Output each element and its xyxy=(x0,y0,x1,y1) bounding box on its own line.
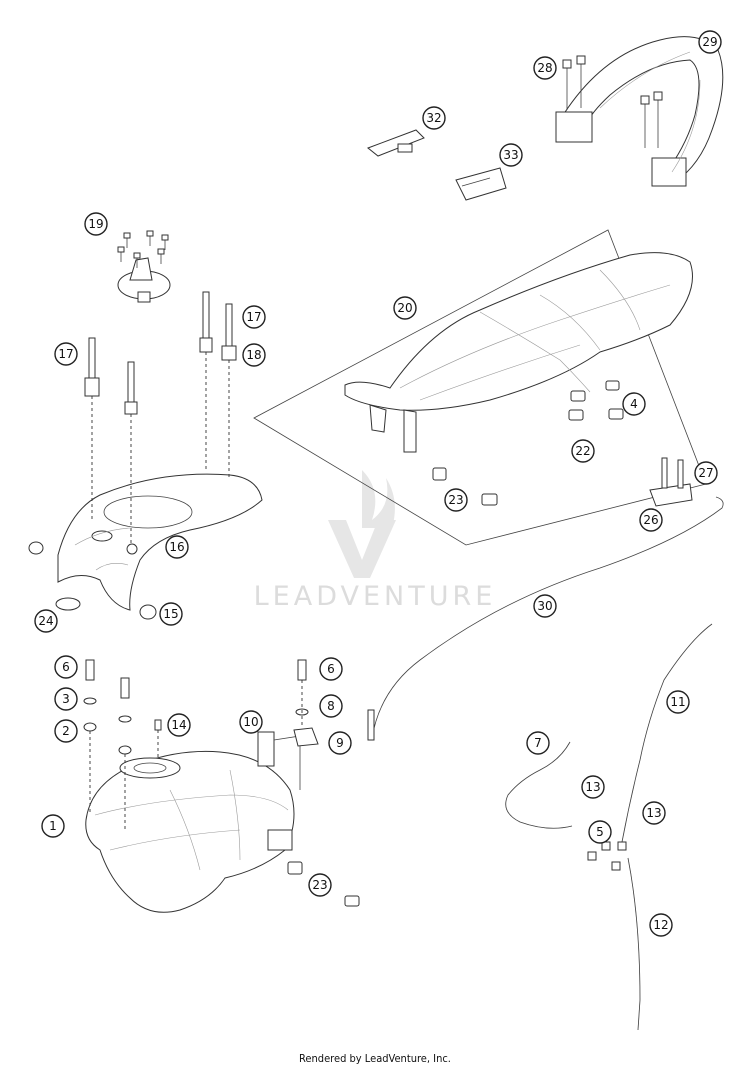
fuel-tank xyxy=(85,731,301,913)
callout-label: 27 xyxy=(698,466,713,480)
callout-19: 19 xyxy=(84,212,108,236)
grab-handle-bolts xyxy=(562,55,663,148)
tank-cap-screws xyxy=(117,230,169,268)
callout-label: 29 xyxy=(702,35,717,49)
seat-rubber-buffers xyxy=(432,380,624,506)
callout-label: 6 xyxy=(327,662,335,676)
callout-label: 4 xyxy=(630,397,638,411)
callout-26: 26 xyxy=(639,508,663,532)
callout-label: 13 xyxy=(585,780,600,794)
tank-cover-bolts xyxy=(84,291,237,545)
callout-5: 5 xyxy=(588,820,612,844)
callout-30: 30 xyxy=(533,594,557,618)
callout-label: 1 xyxy=(49,819,57,833)
callout-3: 3 xyxy=(54,687,78,711)
callout-27: 27 xyxy=(694,461,718,485)
callout-29: 29 xyxy=(698,30,722,54)
callout-label: 5 xyxy=(596,825,604,839)
cover-part-32 xyxy=(367,129,425,157)
callout-label: 32 xyxy=(426,111,441,125)
callout-label: 19 xyxy=(88,217,103,231)
callout-label: 3 xyxy=(62,692,70,706)
callout-label: 22 xyxy=(575,444,590,458)
callout-13-right: 13 xyxy=(642,801,666,825)
seat xyxy=(344,252,693,453)
callout-label: 26 xyxy=(643,513,658,527)
callout-label: 13 xyxy=(646,806,661,820)
callout-label: 17 xyxy=(246,310,261,324)
callout-20: 20 xyxy=(393,296,417,320)
tank-cap xyxy=(117,230,171,303)
vent-hoses xyxy=(505,623,713,1031)
callout-label: 11 xyxy=(670,695,685,709)
cable xyxy=(367,496,724,741)
callout-23-tank: 23 xyxy=(308,873,332,897)
callout-24: 24 xyxy=(34,609,58,633)
callout-6-left: 6 xyxy=(54,655,78,679)
callout-2: 2 xyxy=(54,719,78,743)
callout-16: 16 xyxy=(165,535,189,559)
callout-label: 6 xyxy=(62,660,70,674)
callout-label: 14 xyxy=(171,718,186,732)
callout-12: 12 xyxy=(649,913,673,937)
callout-10: 10 xyxy=(239,710,263,734)
callout-label: 2 xyxy=(62,724,70,738)
callout-label: 30 xyxy=(537,599,552,613)
callout-label: 9 xyxy=(336,736,344,750)
callout-14: 14 xyxy=(167,713,191,737)
fuel-tank-fasteners xyxy=(83,659,319,830)
callout-15: 15 xyxy=(159,602,183,626)
callout-label: 8 xyxy=(327,699,335,713)
callout-label: 12 xyxy=(653,918,668,932)
sensor-bracket xyxy=(649,457,693,507)
callout-label: 23 xyxy=(312,878,327,892)
callout-18: 18 xyxy=(242,343,266,367)
watermark-logo-icon xyxy=(328,470,396,578)
callout-17-left: 17 xyxy=(54,342,78,366)
callout-label: 20 xyxy=(397,301,412,315)
callout-label: 10 xyxy=(243,715,258,729)
callout-label: 17 xyxy=(58,347,73,361)
callout-label: 24 xyxy=(38,614,53,628)
callout-label: 23 xyxy=(448,493,463,507)
callout-1: 1 xyxy=(41,814,65,838)
callout-7: 7 xyxy=(526,731,550,755)
callout-17-right: 17 xyxy=(242,305,266,329)
small-washers-15-24 xyxy=(28,541,157,620)
grab-handle xyxy=(555,36,724,187)
callout-9: 9 xyxy=(328,731,352,755)
callout-8: 8 xyxy=(319,694,343,718)
callout-label: 33 xyxy=(503,148,518,162)
callout-11: 11 xyxy=(666,690,690,714)
callout-label: 15 xyxy=(163,607,178,621)
watermark: LEADVENTURE xyxy=(254,470,497,612)
callout-13-left: 13 xyxy=(581,775,605,799)
callout-6-right: 6 xyxy=(319,657,343,681)
callout-32: 32 xyxy=(422,106,446,130)
callout-33: 33 xyxy=(499,143,523,167)
callout-label: 16 xyxy=(169,540,184,554)
callout-22: 22 xyxy=(571,439,595,463)
callout-4: 4 xyxy=(622,392,646,416)
footer-credit: Rendered by LeadVenture, Inc. xyxy=(299,1052,451,1065)
tank-buffers-23 xyxy=(287,861,360,907)
cover-part-33 xyxy=(455,167,507,201)
seat-assembly-group xyxy=(253,229,707,546)
callout-label: 28 xyxy=(537,61,552,75)
tank-cover xyxy=(57,473,263,611)
watermark-text: LEADVENTURE xyxy=(254,581,497,612)
callout-label: 18 xyxy=(246,348,261,362)
callout-label: 7 xyxy=(534,736,542,750)
callout-28: 28 xyxy=(533,56,557,80)
callout-23-seat: 23 xyxy=(444,488,468,512)
